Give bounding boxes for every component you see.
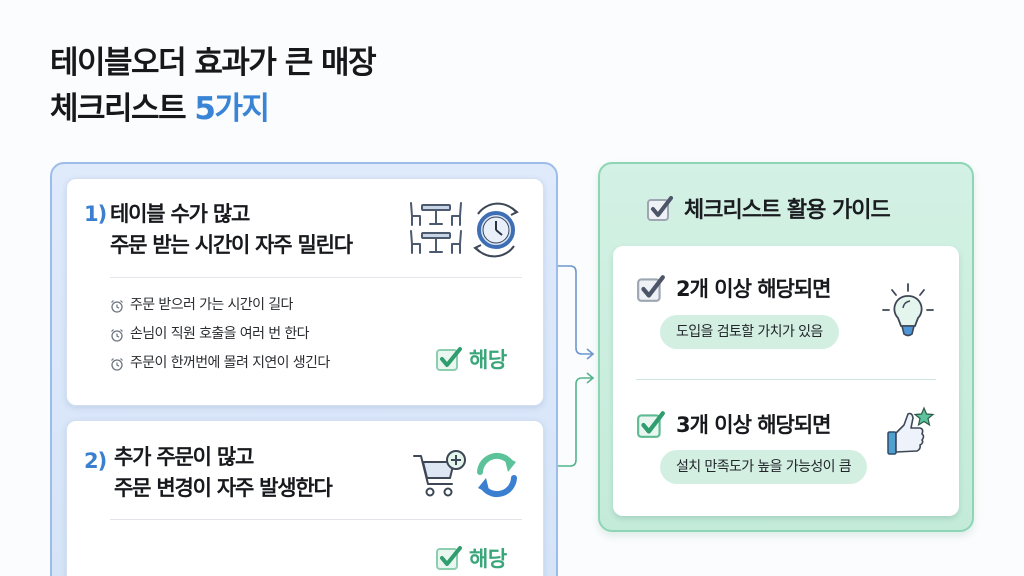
checkbox-checked-icon — [637, 275, 665, 302]
bullet-item: 주문이 한꺼번에 몰려 지연이 생긴다 — [110, 349, 330, 378]
checklist-card-2 — [66, 420, 544, 576]
title-line-1: 테이블오더 효과가 큰 매장 — [50, 45, 377, 81]
alarm-clock-icon — [111, 328, 123, 342]
rule-heading-2: 3개 이상 해당되면 — [636, 409, 831, 439]
guide-title: 체크리스트 활용 가이드 — [646, 192, 891, 224]
item-number: 1) — [84, 202, 107, 226]
checkbox-checked-icon — [436, 546, 462, 570]
card-divider — [110, 519, 522, 520]
rule-heading-1: 2개 이상 해당되면 — [636, 273, 831, 303]
title-line-2: 체크리스트 5가지 — [50, 91, 270, 127]
thumbs-up-star-icon — [887, 406, 935, 455]
rule-result-1: 도입을 검토할 가치가 있음 — [660, 315, 839, 349]
tables-icon — [410, 202, 462, 254]
item-number: 2) — [84, 449, 107, 473]
alarm-clock-icon — [111, 299, 123, 313]
bullet-item: 주문 받으러 가는 시간이 길다 — [110, 291, 330, 320]
item-heading: 추가 주문이 많고 주문 변경이 자주 발생한다 — [114, 445, 333, 500]
rule-result-2: 설치 만족도가 높을 가능성이 큼 — [660, 450, 868, 484]
bullet-item: 손님이 직원 호출을 여러 번 한다 — [110, 320, 330, 349]
checkbox-checked-icon — [637, 411, 665, 438]
bullet-list: 주문 받으러 가는 시간이 길다 손님이 직원 호출을 여러 번 한다 주문이 … — [110, 291, 330, 378]
status-match-1[interactable]: 해당 — [435, 344, 507, 374]
item-heading: 테이블 수가 많고 주문 받는 시간이 자주 밀린다 — [110, 202, 353, 257]
checkbox-checked-icon — [647, 196, 673, 221]
clock-cycle-icon — [473, 202, 519, 258]
cart-plus-icon — [413, 450, 466, 497]
page-title: 테이블오더 효과가 큰 매장 체크리스트 5가지 — [50, 40, 377, 132]
status-match-2[interactable]: 해당 — [435, 543, 507, 573]
checklist-card-1 — [66, 178, 544, 406]
lightbulb-icon — [882, 283, 934, 337]
guide-divider — [636, 379, 936, 380]
alarm-clock-icon — [111, 357, 123, 371]
card-divider — [110, 277, 522, 278]
checkbox-checked-icon — [436, 347, 462, 371]
title-accent: 5가지 — [194, 91, 270, 127]
refresh-icon — [477, 452, 517, 498]
connector-arrows — [558, 265, 595, 467]
